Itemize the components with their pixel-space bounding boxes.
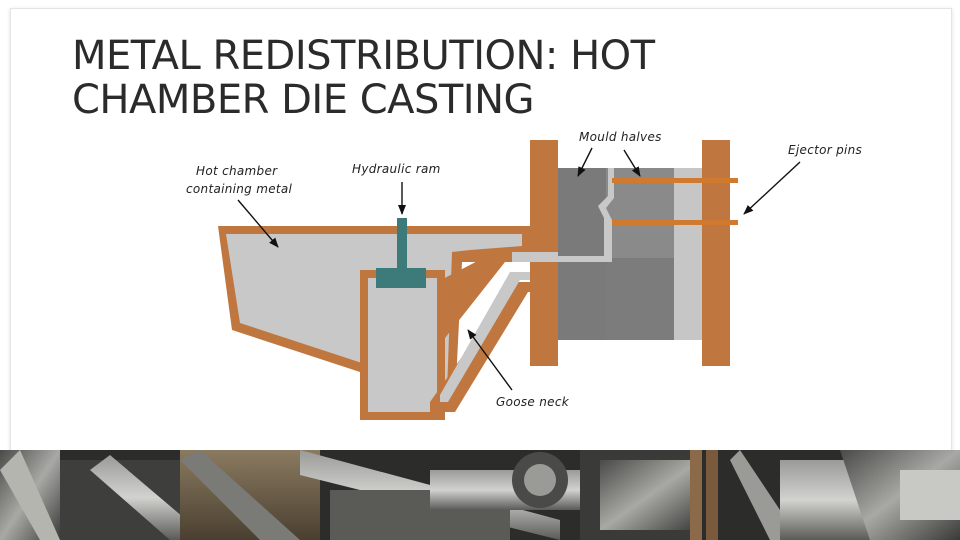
plunger-cylinder-metal [368, 278, 437, 412]
goose-neck-divider [445, 258, 525, 338]
ejector-plate [674, 168, 702, 340]
metal-parts-photo [0, 450, 960, 540]
sprue-channel [512, 252, 562, 262]
arrow-ejector-pins [743, 161, 801, 215]
die-casting-diagram [218, 140, 801, 420]
label-hot-chamber: Hot chamber containing metal [186, 162, 292, 198]
die-cavity [558, 168, 614, 262]
ejector-pin-bottom [612, 220, 738, 225]
mould-half-fixed [558, 168, 606, 340]
label-mould-halves: Mould halves [579, 130, 662, 144]
slide-title: METAL REDISTRIBUTION: HOT CHAMBER DIE CA… [72, 34, 772, 122]
metal-parts-photo-icon [0, 450, 960, 540]
label-hydraulic-ram: Hydraulic ram [352, 162, 441, 176]
label-goose-neck: Goose neck [496, 395, 569, 409]
arrow-mould-right [623, 149, 641, 177]
arrow-hot-chamber [237, 199, 279, 248]
label-hot-chamber-line-2: containing metal [186, 182, 293, 196]
label-ejector-pins: Ejector pins [788, 143, 863, 157]
title-line-1: METAL REDISTRIBUTION: HOT [72, 33, 655, 79]
arrow-mould-left [577, 147, 593, 177]
title-line-2: CHAMBER DIE CASTING [72, 77, 535, 123]
hydraulic-ram-head [376, 268, 426, 288]
moving-platen [702, 140, 730, 366]
label-hot-chamber-line-1: Hot chamber [196, 164, 278, 178]
hydraulic-ram-rod [397, 218, 407, 270]
arrow-goose-neck [467, 329, 513, 391]
ejector-pin-top [612, 178, 738, 183]
mould-half-moving-shade [606, 258, 674, 340]
